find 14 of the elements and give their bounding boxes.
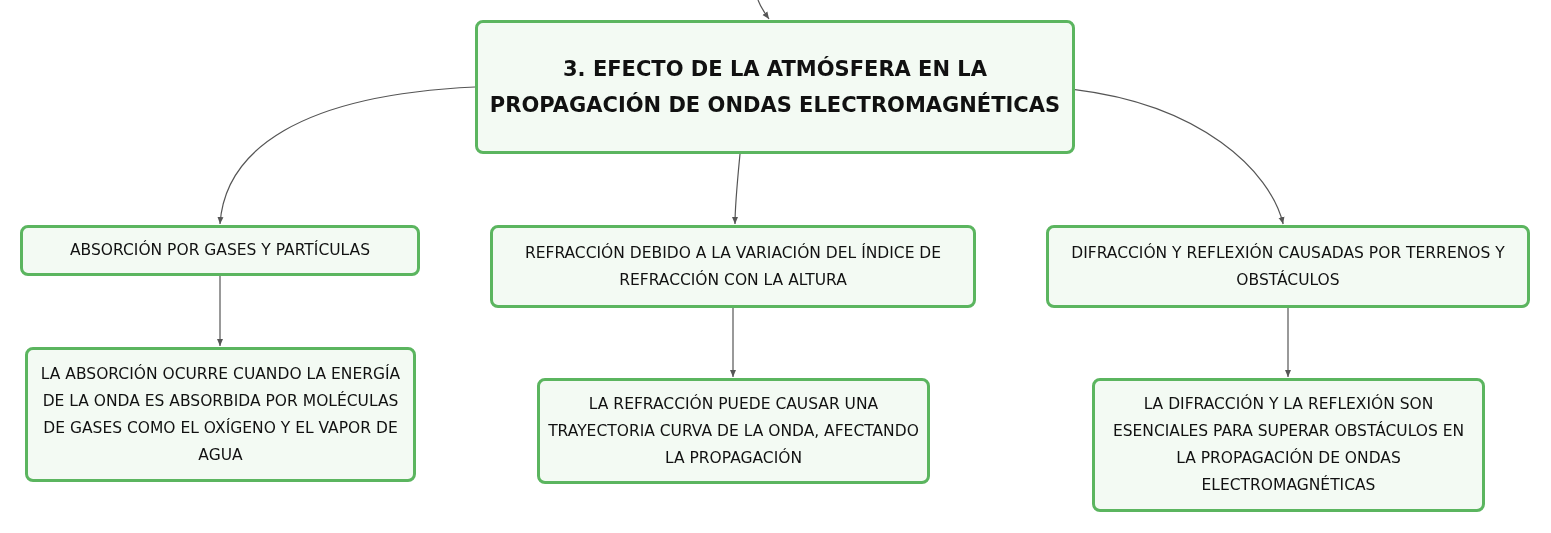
subtopic-box: REFRACCIÓN DEBIDO A LA VARIACIÓN DEL ÍNDICE DE REFRACCIÓN CON LA ALTURA [490,225,976,308]
detail-box: LA REFRACCIÓN PUEDE CAUSAR UNA TRAYECTORIA CURVA DE LA ONDA, AFECTANDO LA PROPAGACIÓN [537,378,930,484]
connector-arrow [1074,89,1284,225]
subtopic-box: ABSORCIÓN POR GASES Y PARTÍCULAS [20,225,420,276]
connector-arrow [732,153,741,225]
detail-box: LA ABSORCIÓN OCURRE CUANDO LA ENERGÍA DE LA ONDA ES ABSORBIDA POR MOLÉCULAS DE GASES COMO EL OXÍGENO Y EL VAPOR DE AGUA [25,347,416,482]
detail-box: LA DIFRACCIÓN Y LA REFLEXIÓN SON ESENCIALES PARA SUPERAR OBSTÁCULOS EN LA PROPAGACIÓN DE ONDAS ELECTROMAGNÉTICAS [1092,378,1485,512]
connector-arrow [730,307,736,378]
connector-arrow [1285,307,1291,378]
subtopic-box: DIFRACCIÓN Y REFLEXIÓN CAUSADAS POR TERRENOS Y OBSTÁCULOS [1046,225,1530,308]
connector-arrow [218,86,476,225]
connector-arrow [217,275,223,347]
connector-arrow [757,0,770,20]
topic-box: 3. EFECTO DE LA ATMÓSFERA EN LA PROPAGACIÓN DE ONDAS ELECTROMAGNÉTICAS [475,20,1075,154]
